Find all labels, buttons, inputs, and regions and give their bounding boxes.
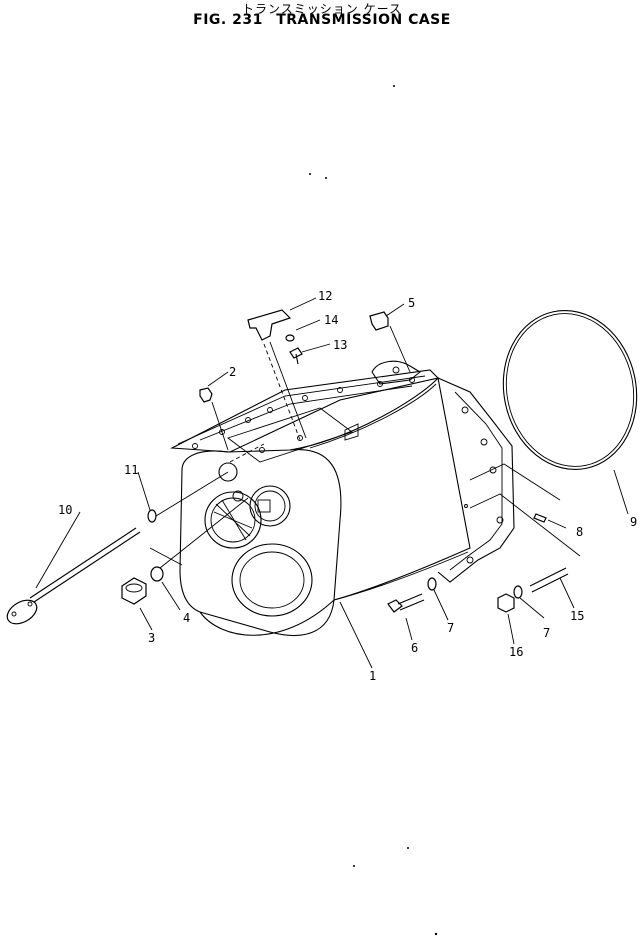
- callout-13: 13: [333, 338, 347, 352]
- part-o-ring-11: [147, 509, 157, 523]
- part-dipstick-10: [6, 527, 141, 625]
- scan-specks: [309, 85, 438, 936]
- leader-lines: [35, 297, 629, 669]
- callout-10: 10: [58, 503, 72, 517]
- callout-15: 15: [570, 609, 584, 623]
- part-washer-7a: [427, 577, 437, 591]
- figure-title: TRANSMISSION CASE: [276, 12, 451, 28]
- part-bolt-13: [289, 347, 303, 365]
- case-top-boss: [371, 360, 421, 385]
- part-bolt-6: [387, 593, 425, 613]
- callout-4: 4: [183, 611, 190, 625]
- part-o-ring-4: [150, 566, 164, 582]
- callout-16: 16: [509, 645, 523, 659]
- part-bracket-12: [247, 309, 292, 341]
- callout-5: 5: [408, 296, 415, 310]
- part-stud-15: [529, 567, 569, 593]
- callout-6: 6: [411, 641, 418, 655]
- part-plug-5: [369, 311, 389, 331]
- part-washer-7b: [513, 585, 523, 599]
- gasket-ring: [502, 310, 638, 470]
- part-dowel-pin-8: [533, 513, 547, 523]
- callout-3: 3: [148, 631, 155, 645]
- part-washer-14: [285, 334, 295, 342]
- callout-1: 1: [369, 669, 376, 683]
- callout-7a: 7: [447, 621, 454, 635]
- transmission-case-body: [169, 369, 471, 636]
- callout-11: 11: [124, 463, 138, 477]
- figure-subtitle-japanese: トランスミッション ケース: [242, 2, 402, 16]
- callout-14: 14: [324, 313, 338, 327]
- figure-number: FIG. 231: [193, 12, 263, 28]
- callout-2: 2: [229, 365, 236, 379]
- callout-7b: 7: [543, 626, 550, 640]
- callout-9: 9: [630, 515, 637, 529]
- part-drain-plug-3: [121, 577, 147, 605]
- figure-title-block: FIG. 231 TRANSMISSION CASE: [0, 12, 644, 28]
- part-nut-16: [497, 593, 515, 613]
- callout-12: 12: [318, 289, 332, 303]
- part-plug-2: [199, 387, 213, 403]
- case-rear-flange: [437, 377, 515, 583]
- callout-8: 8: [576, 525, 583, 539]
